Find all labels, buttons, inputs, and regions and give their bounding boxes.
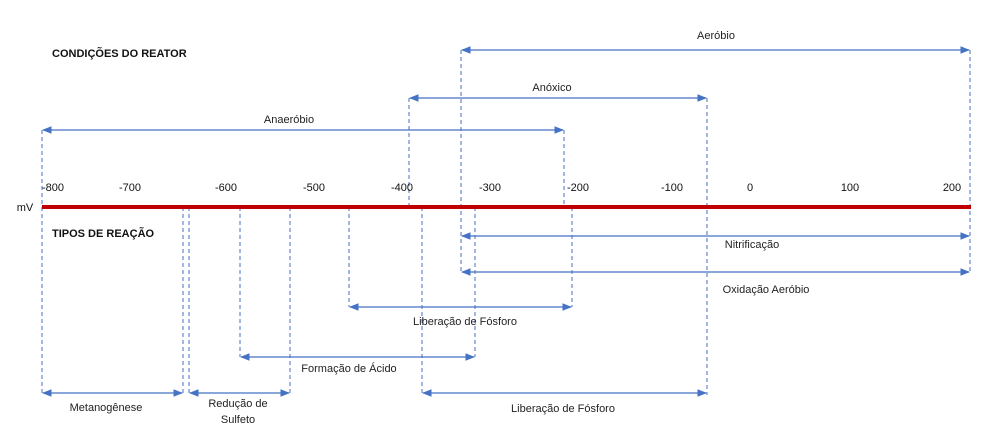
reaction-types-heading: TIPOS DE REAÇÃO (52, 227, 155, 240)
axis-unit: mV (17, 202, 34, 214)
tick-label: -800 (42, 182, 64, 194)
tick-label: -400 (391, 182, 413, 194)
axis-ticks: -800 -700 -600 -500 -400 -300 -200 -100 … (42, 182, 961, 194)
tick-label: 200 (943, 182, 961, 194)
tick-label: -100 (661, 182, 683, 194)
methanogenesis-label: Metanogênese (70, 402, 143, 414)
tick-label: -200 (567, 182, 589, 194)
anaerobic-label: Anaeróbio (264, 114, 314, 126)
anoxic-label: Anóxico (532, 82, 571, 94)
tick-label: -500 (303, 182, 325, 194)
tick-label: -300 (479, 182, 501, 194)
sulfide-reduction-label-line2: Sulfeto (221, 414, 255, 426)
tick-label: -600 (215, 182, 237, 194)
tick-label: -700 (119, 182, 141, 194)
reactor-conditions-heading: CONDIÇÕES DO REATOR (52, 47, 187, 60)
sulfide-reduction-label-line1: Redução de (208, 398, 267, 410)
aerobic-label: Aeróbio (697, 30, 735, 42)
aerobic-oxidation-label: Oxidação Aeróbio (723, 284, 810, 296)
dashed-guides (41, 50, 971, 395)
acid-formation-label: Formação de Ácido (301, 362, 396, 375)
nitrification-label: Nitrificação (725, 239, 779, 251)
tick-label: 100 (841, 182, 859, 194)
phosphorus-release-1-label: Liberação de Fósforo (413, 316, 517, 328)
tick-label: 0 (747, 182, 753, 194)
phosphorus-release-2-label: Liberação de Fósforo (511, 403, 615, 415)
